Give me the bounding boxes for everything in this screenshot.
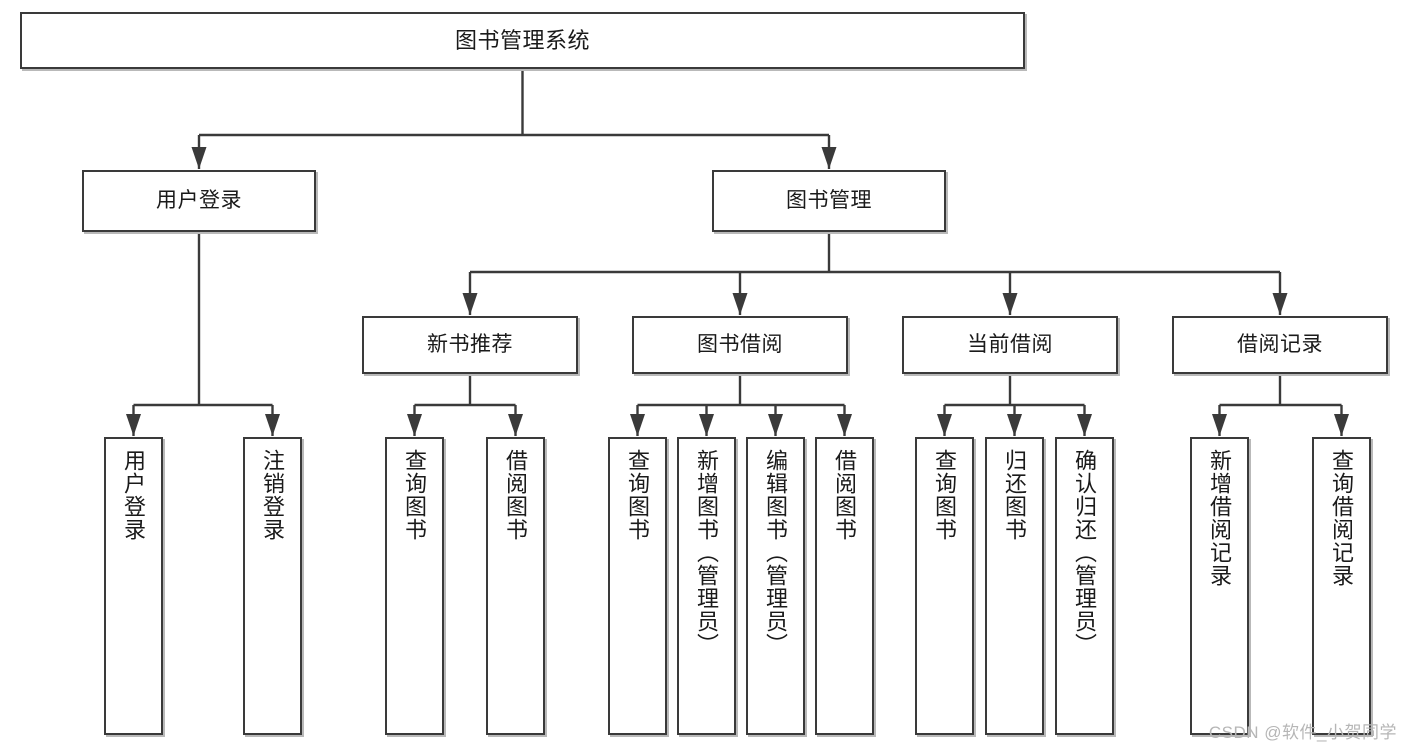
node-leaf-query-book-2[interactable]: 查询图书 — [608, 437, 667, 735]
node-leaf-add-record[interactable]: 新增借阅记录 — [1190, 437, 1249, 735]
node-leaf-borrow-book-2[interactable]: 借阅图书 — [815, 437, 874, 735]
node-leaf-query-record-label: 查询借阅记录 — [1329, 449, 1355, 587]
node-leaf-edit-book-label: 编辑图书（管理员） — [763, 449, 789, 656]
connector-arrowhead-leaf-confirm-return — [1077, 414, 1092, 436]
node-new-book-recommend[interactable]: 新书推荐 — [362, 316, 578, 374]
node-leaf-query-book-1[interactable]: 查询图书 — [385, 437, 444, 735]
connector-arrowhead-leaf-user-login — [126, 414, 141, 436]
node-leaf-edit-book[interactable]: 编辑图书（管理员） — [746, 437, 805, 735]
node-leaf-add-book-label: 新增图书（管理员） — [694, 449, 720, 656]
node-leaf-borrow-book-2-label: 借阅图书 — [832, 449, 858, 541]
node-current-borrow[interactable]: 当前借阅 — [902, 316, 1118, 374]
node-leaf-add-record-label: 新增借阅记录 — [1207, 449, 1233, 587]
connector-arrowhead-leaf-query-record — [1334, 414, 1349, 436]
node-leaf-logout[interactable]: 注销登录 — [243, 437, 302, 735]
connector-arrowhead-borrow-record — [1272, 293, 1288, 315]
node-user-login[interactable]: 用户登录 — [82, 170, 316, 232]
node-leaf-user-login-label: 用户登录 — [121, 449, 147, 541]
node-book-manage[interactable]: 图书管理 — [712, 170, 946, 232]
node-book-borrow-label: 图书借阅 — [697, 332, 783, 356]
connector-arrowhead-current-borrow — [1002, 293, 1018, 315]
node-leaf-confirm-return[interactable]: 确认归还（管理员） — [1055, 437, 1114, 735]
node-leaf-query-book-2-label: 查询图书 — [625, 449, 651, 541]
connector-arrowhead-book-manage — [821, 147, 837, 169]
connector-arrowhead-user-login — [191, 147, 207, 169]
node-leaf-confirm-return-label: 确认归还（管理员） — [1072, 449, 1098, 656]
connector-arrowhead-leaf-query-book-1 — [407, 414, 422, 436]
node-leaf-return-book-label: 归还图书 — [1002, 449, 1028, 541]
node-leaf-query-record[interactable]: 查询借阅记录 — [1312, 437, 1371, 735]
node-leaf-query-book-3[interactable]: 查询图书 — [915, 437, 974, 735]
node-book-borrow[interactable]: 图书借阅 — [632, 316, 848, 374]
node-borrow-record[interactable]: 借阅记录 — [1172, 316, 1388, 374]
connector-arrowhead-leaf-return-book — [1007, 414, 1022, 436]
node-leaf-logout-label: 注销登录 — [260, 449, 286, 541]
connector-arrowhead-leaf-edit-book — [768, 414, 783, 436]
connector-arrowhead-leaf-query-book-3 — [937, 414, 952, 436]
connector-arrowhead-leaf-logout — [265, 414, 280, 436]
node-new-book-recommend-label: 新书推荐 — [427, 332, 513, 356]
connector-arrowhead-leaf-add-record — [1212, 414, 1227, 436]
node-leaf-return-book[interactable]: 归还图书 — [985, 437, 1044, 735]
connector-arrowhead-leaf-add-book — [699, 414, 714, 436]
node-leaf-add-book[interactable]: 新增图书（管理员） — [677, 437, 736, 735]
node-current-borrow-label: 当前借阅 — [967, 332, 1053, 356]
connector-arrowhead-leaf-query-book-2 — [630, 414, 645, 436]
node-leaf-borrow-book-1-label: 借阅图书 — [503, 449, 529, 541]
node-leaf-query-book-1-label: 查询图书 — [402, 449, 428, 541]
connector-arrowhead-new-book-recommend — [462, 293, 478, 315]
node-leaf-query-book-3-label: 查询图书 — [932, 449, 958, 541]
connector-arrowhead-leaf-borrow-book-1 — [508, 414, 523, 436]
node-user-login-label: 用户登录 — [156, 188, 242, 212]
connector-arrowhead-book-borrow — [732, 293, 748, 315]
node-root[interactable]: 图书管理系统 — [20, 12, 1025, 69]
node-leaf-borrow-book-1[interactable]: 借阅图书 — [486, 437, 545, 735]
node-borrow-record-label: 借阅记录 — [1237, 332, 1323, 356]
node-root-label: 图书管理系统 — [454, 27, 590, 53]
node-leaf-user-login[interactable]: 用户登录 — [104, 437, 163, 735]
watermark-text: CSDN @软件_小贺同学 — [1208, 723, 1397, 742]
node-book-manage-label: 图书管理 — [786, 188, 872, 212]
connector-arrowhead-leaf-borrow-book-2 — [837, 414, 852, 436]
